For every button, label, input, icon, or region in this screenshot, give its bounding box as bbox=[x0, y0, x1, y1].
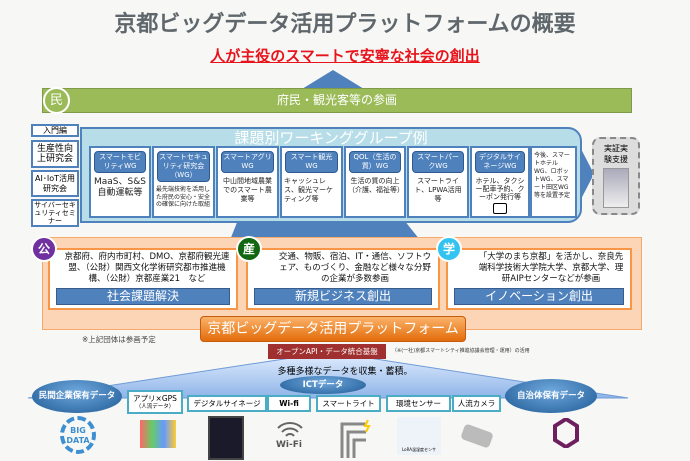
big-data-icon: BIG DATA bbox=[60, 416, 96, 454]
participation-note: ※上記団体は参画予定 bbox=[82, 335, 156, 344]
wifi-text: Wi-Fi bbox=[276, 440, 302, 450]
wg-body: MaaS、S&S自動運転等 bbox=[94, 177, 146, 198]
citizen-bar: 府民・観光客等の参画 bbox=[42, 88, 632, 113]
wg-body: 生活の質の向上（介護、福祉等） bbox=[348, 177, 404, 194]
wg-card: スマートアグリWG 中山間地域農業でのスマート農業等 bbox=[216, 146, 279, 218]
sector-academia: 「大学のまち京都」を活かし、奈良先端科学技術大学院大学、京都大学、理研AIPセン… bbox=[446, 248, 632, 310]
wg-card: スマートパークWG スマートライト、LPWA活用等 bbox=[407, 146, 469, 218]
wg-title: 課題別ワーキンググループ例 bbox=[234, 129, 428, 147]
wg-body: スマートライト、LPWA活用等 bbox=[414, 177, 462, 203]
sector-label: イノベーション創出 bbox=[454, 288, 624, 305]
sector-industry: 交通、物販、宿泊、IT・通信、ソフトウェア、ものづくり、金融など様々な分野の企業… bbox=[246, 248, 440, 310]
right-arrow-icon bbox=[580, 147, 594, 201]
wg-card: スマートモビリティWG MaaS、S&S自動運転等 bbox=[89, 146, 151, 218]
citizen-label: 府民・観光客等の参画 bbox=[276, 93, 397, 107]
wg-head: スマートセキュリティ研究会（WG） bbox=[157, 151, 210, 182]
private-data-oval: 民間企業保有データ bbox=[32, 380, 122, 413]
label-env-sensor: 環境センサー bbox=[386, 395, 451, 412]
label-text: アプリ×GPS bbox=[133, 394, 177, 403]
gov-data-oval: 自治体保有データ bbox=[505, 379, 597, 413]
smart-light-icon bbox=[340, 419, 371, 458]
wg-body: ホテル、タクシー配車予約、クーポン発行等 bbox=[475, 177, 525, 201]
sector-text: 「大学のまち京都」を活かし、奈良先端科学技術大学院大学、京都大学、理研AIPセン… bbox=[478, 252, 624, 284]
ict-data-oval: ICTデータ bbox=[280, 376, 366, 394]
goal-text: 人が主役のスマートで安寧な社会の創出 bbox=[210, 47, 480, 65]
side-item-ai-iot: AI･IoT活用研究会 bbox=[31, 170, 79, 197]
sector-label: 新規ビジネス創出 bbox=[254, 288, 432, 305]
env-sensor-image: LoRA温湿度センサ bbox=[397, 417, 441, 455]
wg-head: スマートパークWG bbox=[412, 151, 464, 173]
public-badge: 公 bbox=[31, 236, 57, 262]
wg-head: スマートアグリWG bbox=[221, 151, 274, 173]
wg-body: 中山間地域農業でのスマート農業等 bbox=[223, 177, 272, 203]
sector-public: 京都府、府内市町村、DMO、京都府観光連盟、（公財）関西文化学術研究都市推進機構… bbox=[48, 248, 238, 310]
side-item-cyber: サイバーセキュリティセミナー bbox=[31, 199, 79, 227]
label-smartlight: スマートライト bbox=[316, 395, 381, 412]
support-box: 実証実験支援 bbox=[592, 137, 640, 215]
industry-badge: 産 bbox=[236, 236, 262, 262]
citizen-badge: 民 bbox=[43, 87, 70, 114]
wg-card: スマート観光WG キャッシュレス、観光マーケティング等 bbox=[280, 146, 343, 218]
sector-label: 社会課題解決 bbox=[56, 288, 230, 305]
wg-body: キャッシュレス、観光マーケティング等 bbox=[284, 177, 333, 203]
up-arrow-icon bbox=[302, 70, 364, 89]
label-wifi: Wi-fi bbox=[267, 395, 311, 412]
wg-body: 最先端技術を活用した府民の安心・安全の確保に向けた取組 bbox=[156, 186, 211, 208]
apps-icon bbox=[140, 420, 176, 448]
kyoto-emblem-icon bbox=[553, 418, 579, 448]
label-app-gps: アプリ×GPS（人流データ） bbox=[127, 390, 183, 414]
platform-banner: 京都ビッグデータ活用プラットフォーム bbox=[200, 316, 466, 342]
signage-image bbox=[208, 416, 244, 460]
sector-text: 京都府、府内市町村、DMO、京都府観光連盟、（公財）関西文化学術研究都市推進機構… bbox=[64, 252, 230, 284]
wg-card: スマートセキュリティ研究会（WG） 最先端技術を活用した府民の安心・安全の確保に向… bbox=[152, 146, 215, 218]
side-item-productivity: 生産性向上研究会 bbox=[31, 140, 79, 168]
wg-head: デジタルサイネージWG bbox=[475, 151, 525, 173]
kiosk-image bbox=[603, 168, 629, 208]
collect-text: 多種多様なデータを収集・蓄積。 bbox=[277, 367, 413, 377]
support-label: 実証実験支援 bbox=[604, 144, 628, 164]
wg-body: 今後、スマートホテルWG、ロボットWG、スマート田区WG等を設置予定 bbox=[534, 152, 571, 199]
wg-card: デジタルサイネージWG ホテル、タクシー配車予約、クーポン発行等 bbox=[470, 146, 530, 218]
page-title: 京都ビッグデータ活用プラットフォームの概要 bbox=[114, 12, 576, 37]
label-people-camera: 人流カメラ bbox=[452, 395, 501, 412]
sector-text: 交通、物販、宿泊、IT・通信、ソフトウェア、ものづくり、金融など様々な分野の企業… bbox=[278, 252, 432, 284]
wg-head: QOL（生活の質）WG bbox=[349, 151, 401, 173]
wg-card: QOL（生活の質）WG 生活の質の向上（介護、福祉等） bbox=[344, 146, 406, 218]
tablet-icon bbox=[493, 203, 507, 214]
label-subtext: （人流データ） bbox=[135, 404, 175, 410]
wg-head: スマート観光WG bbox=[285, 151, 338, 173]
label-signage: デジタルサイネージ bbox=[187, 395, 267, 412]
wg-head: スマートモビリティWG bbox=[94, 151, 146, 173]
camera-icon bbox=[460, 423, 494, 449]
wifi-icon bbox=[277, 422, 303, 437]
side-item-intro: 入門編 bbox=[31, 124, 79, 137]
open-api-label: オープンAPI・データ統合基盤 bbox=[268, 344, 386, 359]
api-note: （※(一社)京都スマートシティ推進協議会管理・運用）の活用 bbox=[392, 348, 530, 354]
academia-badge: 学 bbox=[436, 236, 462, 262]
wg-card: 今後、スマートホテルWG、ロボットWG、スマート田区WG等を設置予定 bbox=[530, 146, 577, 218]
